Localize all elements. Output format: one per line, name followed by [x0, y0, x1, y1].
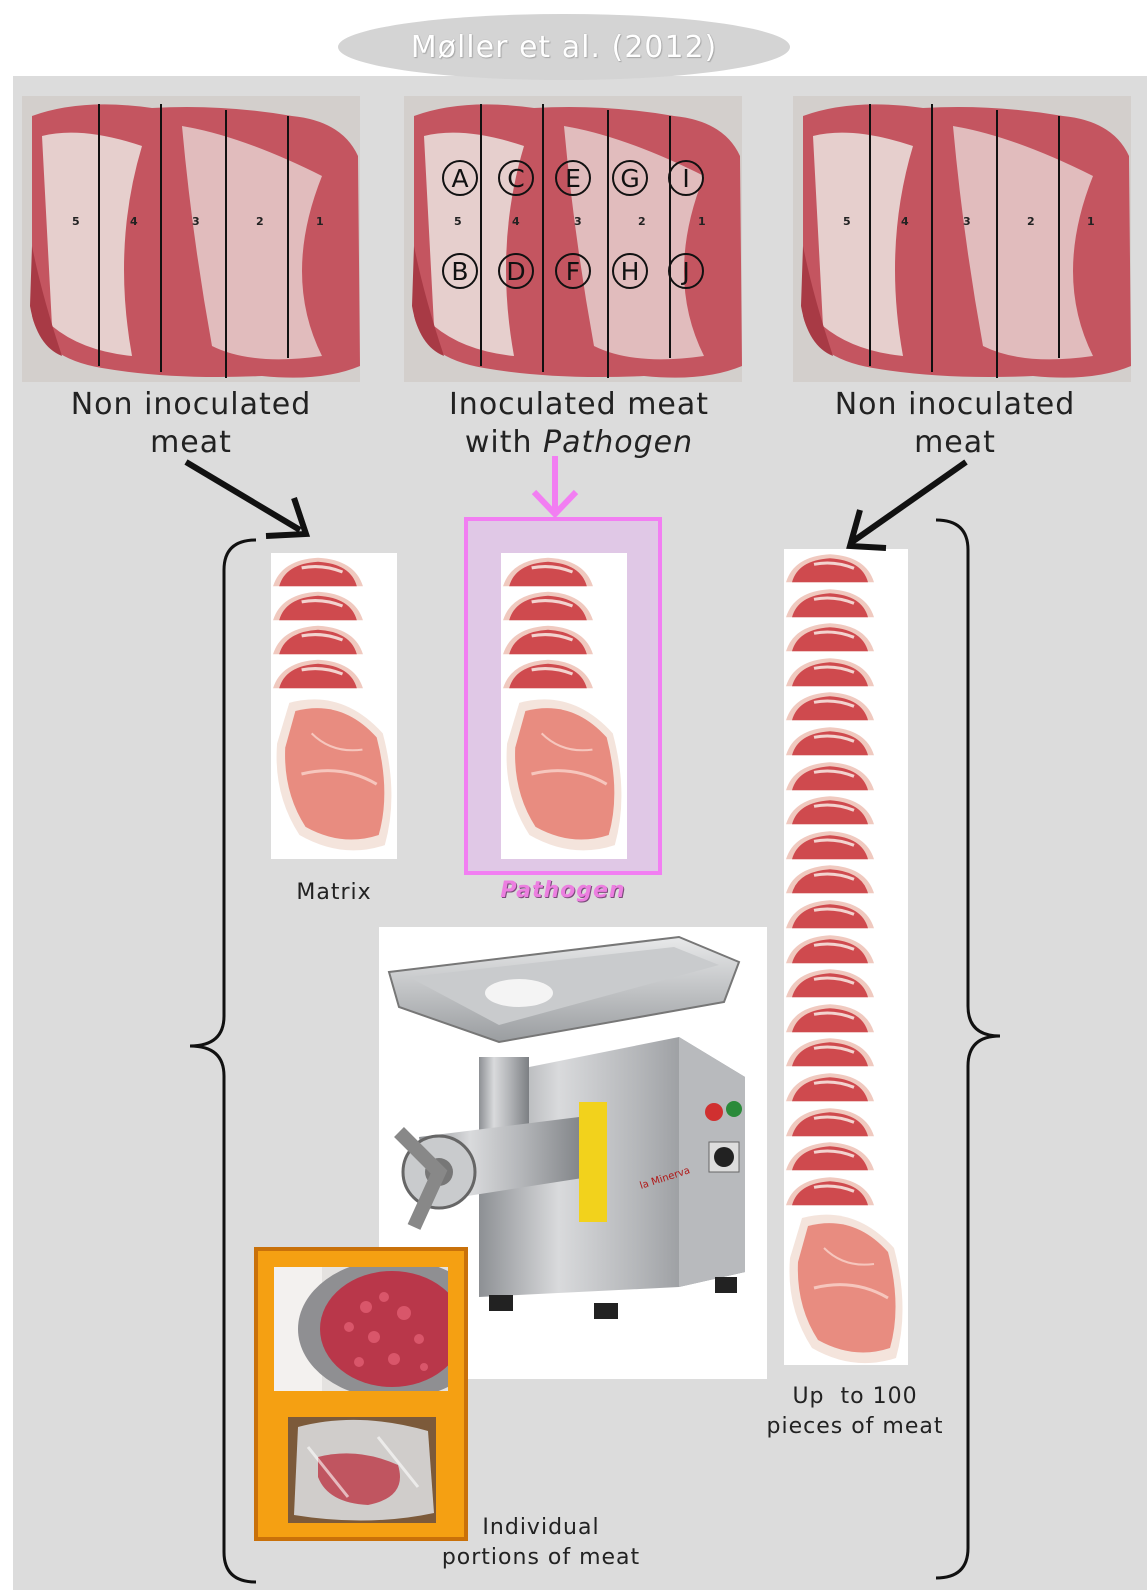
- cut-right-image: [793, 96, 1131, 382]
- citation-title: Møller et al. (2012): [338, 14, 790, 80]
- bulk-meat-stack: [784, 549, 908, 1365]
- bagged-portion-photo: [288, 1417, 436, 1523]
- bulk-steak: [784, 1208, 908, 1365]
- cut-center-caption-line1: Inoculated meat: [404, 386, 754, 424]
- bulk-meat-label-line1: Up to 100: [750, 1382, 960, 1412]
- cut-center-caption-prefix: with: [465, 425, 543, 460]
- portions-label: Individual portions of meat: [426, 1513, 656, 1573]
- pathogen-label: Pathogen: [464, 878, 662, 903]
- cut-center-caption: Inoculated meat with Pathogen: [404, 386, 754, 462]
- cut-left-caption-line1: Non inoculated: [22, 386, 360, 424]
- pathogen-meat-stack: [501, 553, 627, 859]
- cut-center-caption-pathogen: Pathogen: [543, 425, 693, 460]
- bulk-meat-label-line2: pieces of meat: [750, 1412, 960, 1442]
- portions-label-line1: Individual: [426, 1513, 656, 1543]
- cut-left-caption: Non inoculated meat: [22, 386, 360, 462]
- cut-left-image: [22, 96, 360, 382]
- pathogen-steak: [501, 691, 627, 859]
- minced-meat-photo: [274, 1267, 448, 1391]
- cut-center-caption-line2: with Pathogen: [404, 424, 754, 462]
- cut-right-caption-line1: Non inoculated: [786, 386, 1124, 424]
- individual-portions-box: [254, 1247, 468, 1541]
- cut-center-image: [404, 96, 742, 382]
- cut-right-caption: Non inoculated meat: [786, 386, 1124, 462]
- bulk-meat-label: Up to 100 pieces of meat: [750, 1382, 960, 1442]
- matrix-label: Matrix: [271, 878, 397, 908]
- cut-right-caption-line2: meat: [786, 424, 1124, 462]
- cut-left-caption-line2: meat: [22, 424, 360, 462]
- portions-label-line2: portions of meat: [426, 1543, 656, 1573]
- matrix-meat-stack: [271, 553, 397, 859]
- matrix-steak: [271, 691, 397, 859]
